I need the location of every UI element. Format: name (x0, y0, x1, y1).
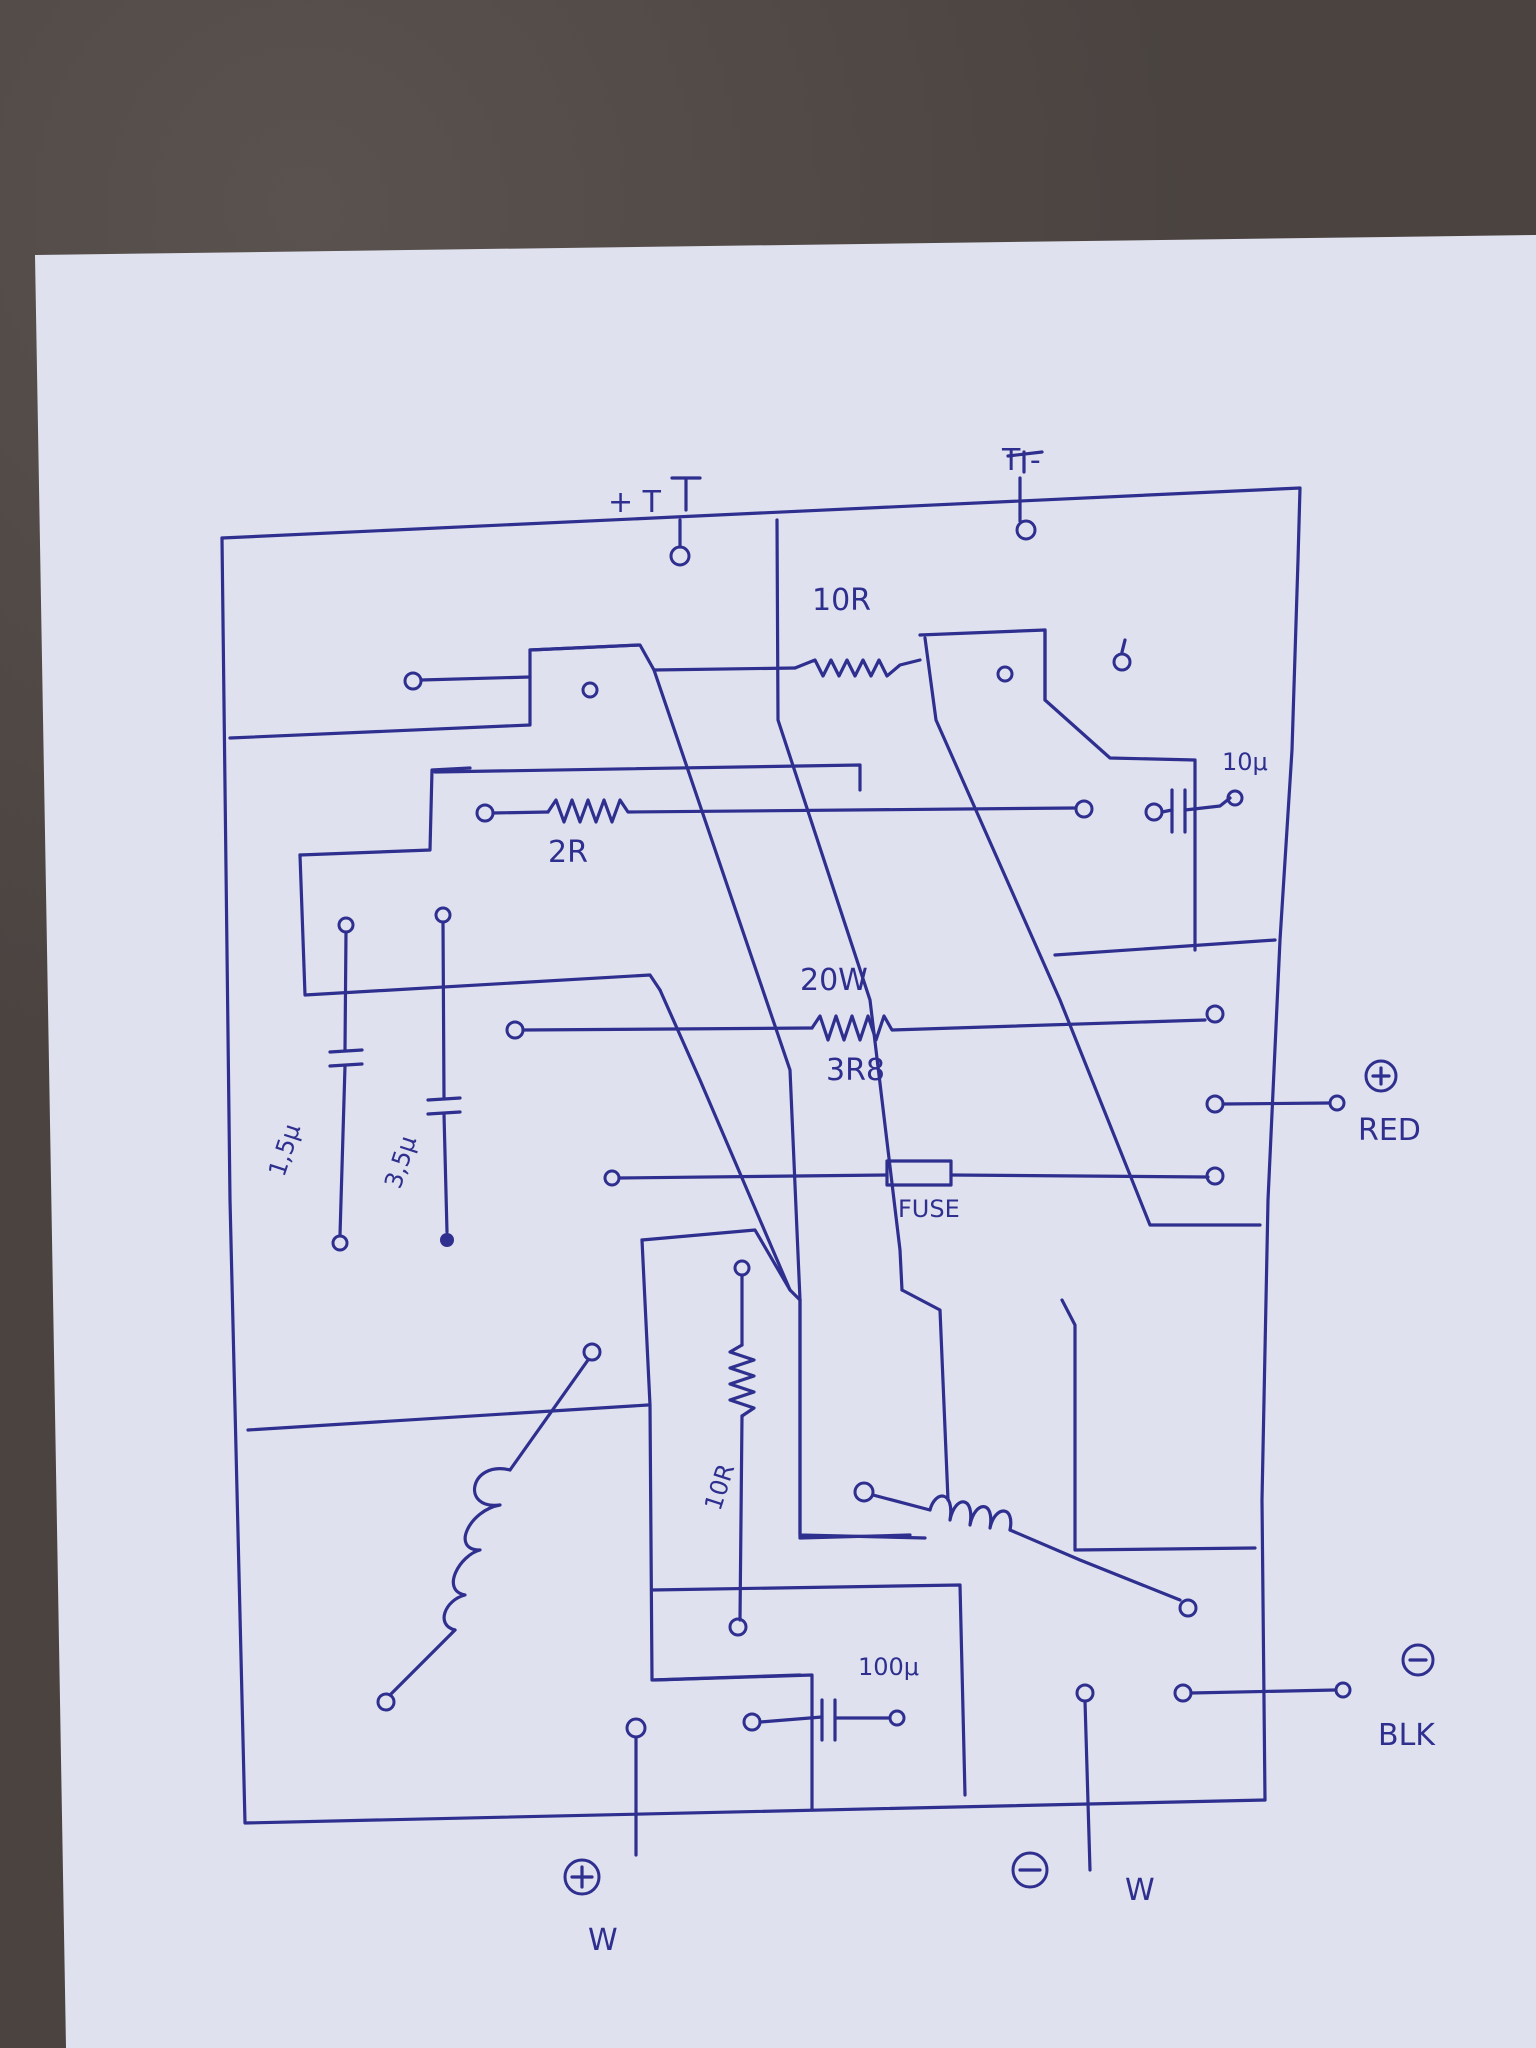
coil-section (798, 1288, 1257, 1618)
label-plus-t: + T (608, 485, 662, 520)
label-blk: BLK (1378, 1718, 1436, 1753)
label-red: RED (1358, 1113, 1421, 1148)
terminal-plus-t (669, 476, 702, 567)
label-10u: 10μ (1222, 748, 1268, 776)
capacitor-1-5u (328, 916, 364, 1252)
terminal-t-minus (1006, 450, 1044, 541)
resistor-20w-row (505, 1004, 1225, 1042)
resistor-10r-low (728, 1259, 756, 1637)
outer-frame (220, 486, 1302, 1825)
label-3r8: 3R8 (826, 1053, 885, 1088)
bottom-terminals (563, 1643, 1435, 1896)
fuse-row (603, 1159, 1225, 1187)
label-t-minus: T - (1001, 443, 1041, 478)
label-fuse: FUSE (898, 1195, 960, 1223)
label-20w: 20W (800, 963, 868, 998)
label-10r-top: 10R (812, 583, 871, 618)
label-100u: 100μ (858, 1653, 919, 1681)
capacitor-3-5u (426, 906, 462, 1247)
label-w-left: W (588, 1923, 618, 1958)
cap-bracket (298, 853, 802, 1302)
capacitor-100u-section (650, 1583, 967, 1812)
red-output (1205, 1059, 1398, 1114)
paper-sheet (35, 235, 1536, 2048)
label-w-right: W (1125, 1873, 1155, 1908)
resistor-10r-top (793, 658, 922, 678)
label-2r: 2R (548, 835, 588, 870)
resistor-2r-row (298, 763, 1244, 857)
